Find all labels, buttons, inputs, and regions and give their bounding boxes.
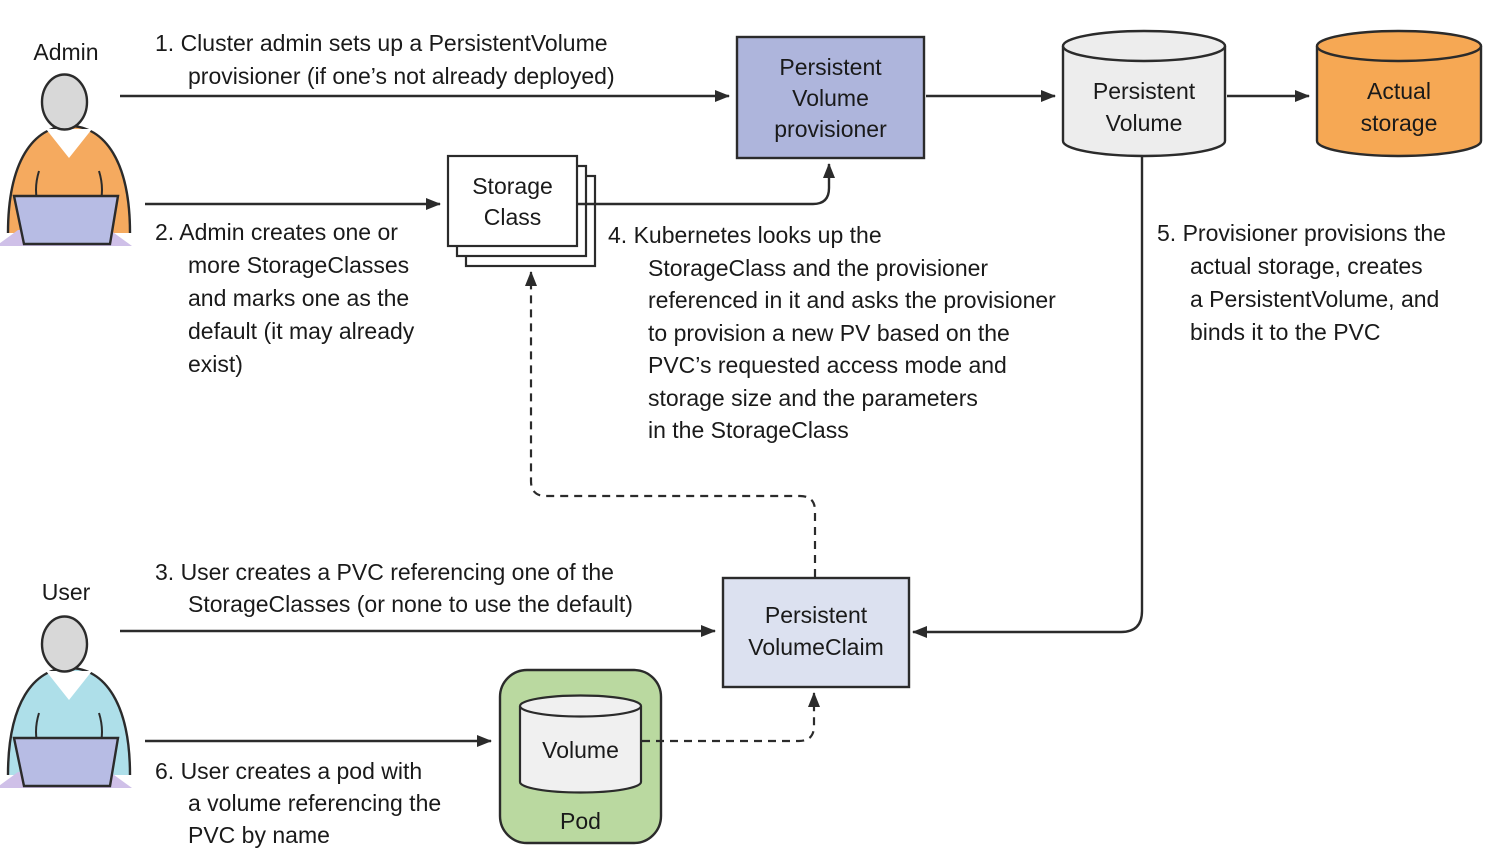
step-6-text: 6. User creates a pod with a volume refe… [155, 758, 442, 848]
admin-label: Admin [33, 39, 99, 65]
step-4-text: 4. Kubernetes looks up the StorageClass … [608, 222, 1056, 443]
pod-label: Pod [560, 808, 601, 834]
persistent-volume-cylinder [1061, 29, 1227, 158]
pod-group [498, 668, 663, 845]
persistent-volume-label: Persistent Volume [1092, 78, 1196, 136]
storage-cylinder-body [1315, 46, 1483, 158]
volume-cylinder-body [518, 706, 643, 794]
storage-class-stack [446, 154, 597, 268]
dashed-arrow-volume-to-pvc [642, 692, 820, 743]
step-2-text: 2. Admin creates one or more StorageClas… [155, 219, 415, 377]
actual-storage-cylinder [1315, 29, 1483, 158]
step-3-text: 3. User creates a PVC referencing one of… [155, 559, 633, 617]
pv-cylinder-top [1061, 29, 1227, 63]
storage-cylinder-top [1315, 29, 1483, 63]
user-label: User [41, 579, 91, 605]
admin-laptop [12, 194, 120, 246]
step-1-text: 1. Cluster admin sets up a PersistentVol… [155, 30, 615, 89]
pvc-label: Persistent VolumeClaim [748, 602, 884, 660]
volume-cylinder-top [518, 694, 643, 718]
admin-vneck [46, 129, 92, 158]
volume-label: Volume [542, 737, 619, 763]
pv-cylinder-body [1061, 46, 1227, 158]
user-laptop [12, 736, 120, 788]
dashed-arrow-pvc-to-storageclass [525, 271, 817, 577]
provisioner-label: Persistent Volume provisioner [774, 54, 887, 142]
admin-figure [0, 73, 132, 246]
provisioner-box [735, 35, 926, 160]
storage-class-label: Storage Class [472, 173, 553, 230]
arrow-pv-to-pvc [912, 156, 1144, 638]
admin-head [40, 73, 89, 131]
actual-storage-label: Actual storage [1360, 78, 1438, 136]
step-5-text: 5. Provisioner provisions the actual sto… [1157, 220, 1446, 345]
user-figure [0, 615, 132, 788]
user-head [40, 615, 89, 673]
arrow-storageclass-to-provisioner [578, 163, 835, 206]
pvc-box [721, 576, 911, 689]
storage-class-box-front [446, 154, 579, 248]
user-vneck [46, 671, 92, 700]
